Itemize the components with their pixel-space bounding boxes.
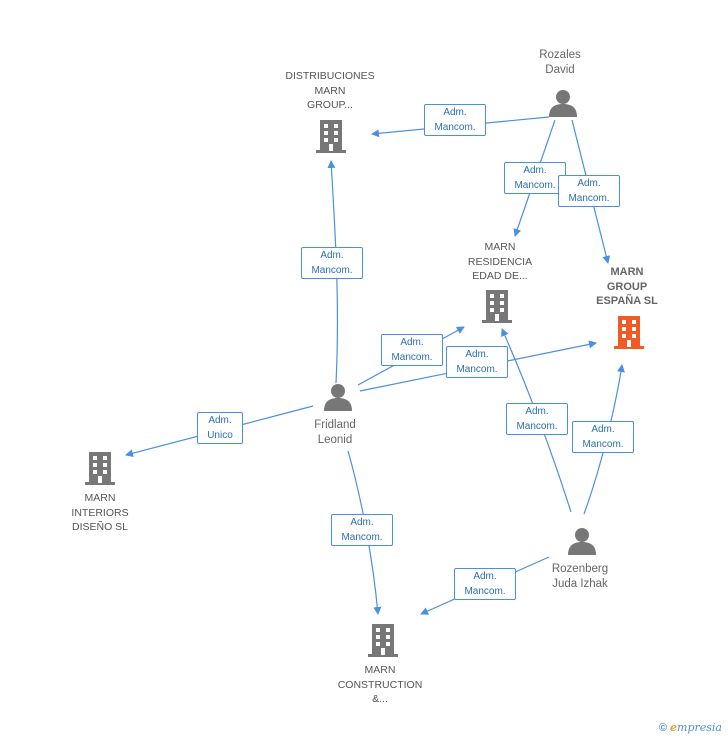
edge-label-fridland-construction[interactable]: Adm.Mancom. <box>331 514 393 546</box>
node-distribuciones[interactable]: DISTRIBUCIONES MARN GROUP... <box>285 70 375 111</box>
node-rozenberg[interactable]: Rozenberg Juda Izhak <box>551 563 609 590</box>
footer-credit: © empresia <box>659 721 722 734</box>
edge-label-fridland-espana[interactable]: Adm.Mancom. <box>446 346 508 378</box>
edge-label-fridland-distribuciones[interactable]: Adm.Mancom. <box>301 247 363 279</box>
person-icon <box>549 90 577 117</box>
building-icon <box>482 290 512 323</box>
copyright-symbol: © <box>658 722 667 734</box>
node-residencia[interactable]: MARN RESIDENCIA EDAD DE... <box>467 241 533 282</box>
edge-label-rozenberg-espana[interactable]: Adm.Mancom. <box>572 421 634 453</box>
edge-label-rozales-residencia[interactable]: Adm.Mancom. <box>504 162 566 194</box>
brand-logo[interactable]: empresia <box>670 721 722 734</box>
edge-label-fridland-residencia[interactable]: Adm.Mancom. <box>381 334 443 366</box>
node-interiors[interactable]: MARN INTERIORS DISEÑO SL <box>71 492 129 533</box>
edge-label-rozenberg-residencia[interactable]: Adm.Mancom. <box>506 403 568 435</box>
building-icon-main <box>614 316 644 349</box>
node-fridland[interactable]: Fridland Leonid <box>314 419 356 446</box>
node-rozales[interactable]: Rozales David <box>539 49 581 76</box>
edge-label-rozenberg-construction[interactable]: Adm.Mancom. <box>454 568 516 600</box>
person-icon <box>324 384 352 411</box>
node-marn-espana[interactable]: MARN GROUP ESPAÑA SL <box>596 266 658 307</box>
building-icon <box>85 452 115 485</box>
edge-label-fridland-interiors[interactable]: Adm.Unico <box>197 412 243 444</box>
building-icon <box>368 624 398 657</box>
person-icon <box>568 528 596 555</box>
building-icon <box>316 120 346 153</box>
edge-label-rozales-distribuciones[interactable]: Adm.Mancom. <box>424 104 486 136</box>
edge-label-rozales-espana[interactable]: Adm.Mancom. <box>558 175 620 207</box>
node-construction[interactable]: MARN CONSTRUCTION &... <box>337 664 423 705</box>
